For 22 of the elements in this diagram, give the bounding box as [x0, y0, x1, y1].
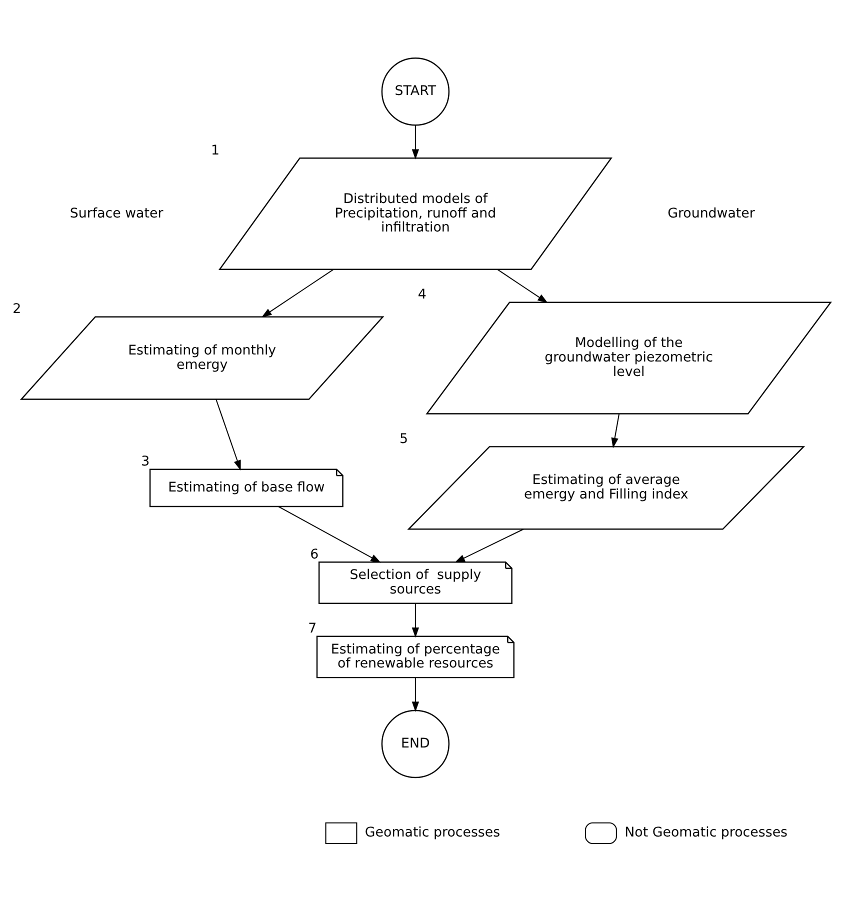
node-label: 3 — [141, 454, 150, 470]
node-label: 4 — [418, 287, 426, 302]
node-label: 7 — [308, 621, 317, 636]
node-circle: START — [381, 57, 450, 126]
arrow — [412, 603, 420, 638]
legend-label: Not Geomatic processes — [624, 825, 788, 840]
node-label: 2 — [12, 302, 22, 317]
arrow — [611, 413, 620, 448]
node-label: 6 — [310, 546, 319, 562]
node-circle: END — [381, 709, 450, 778]
arrow — [497, 268, 548, 303]
arrow — [412, 677, 420, 712]
label: Surface water — [70, 206, 164, 221]
node-label: 1 — [211, 142, 220, 158]
arrow — [412, 124, 420, 160]
arrow — [216, 398, 241, 470]
arrow — [261, 268, 334, 317]
label: Groundwater — [668, 206, 755, 221]
node-label: 5 — [400, 431, 408, 446]
arrow — [278, 506, 381, 562]
arrow — [454, 528, 524, 562]
legend-label: Geomatic processes — [364, 825, 500, 840]
